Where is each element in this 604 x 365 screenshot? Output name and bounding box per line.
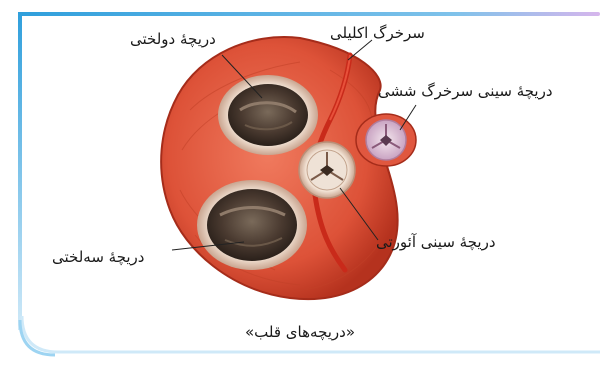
pulmonary-valve [356,114,416,166]
label-pulmonary-valve: دریچهٔ سینی سرخرگ ششی [378,82,553,100]
aortic-valve [299,142,355,198]
label-coronary-artery: سرخرگ اکلیلی [330,24,425,42]
leader-coronary [348,40,372,60]
figure-caption: «دریچه‌های قلب» [245,323,355,341]
mitral-valve [218,75,318,155]
label-aortic-valve: دریچهٔ سینی آئورتی [376,233,496,251]
label-mitral-valve: دریچهٔ دولختی [130,30,216,48]
tricuspid-valve [197,180,307,270]
label-tricuspid-valve: دریچهٔ سه‌لختی [52,248,144,266]
